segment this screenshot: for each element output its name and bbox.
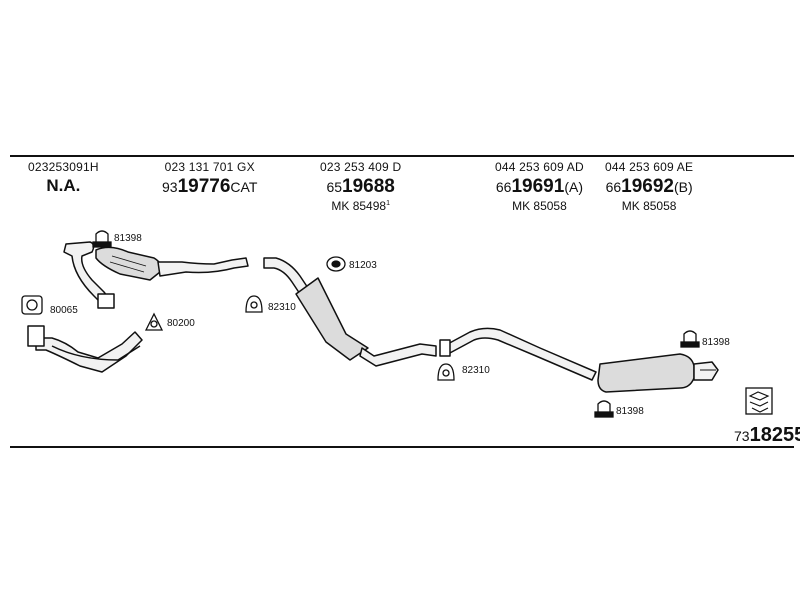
part-suffix: CAT [230, 179, 258, 195]
part-code: 19691 [511, 176, 565, 197]
oe-number: 044 253 609 AE [605, 160, 694, 174]
oe-number: 023 131 701 GX [164, 160, 255, 174]
clamp-icon-rear [437, 363, 455, 381]
part-code: 19688 [342, 176, 395, 197]
part-prefix: 66 [605, 179, 622, 195]
fitting-label-hanger-rear-top: 81398 [702, 337, 730, 348]
cat-flange [97, 293, 115, 309]
mk-number: MK 854981 [320, 199, 401, 213]
mk-number: MK 85058 [621, 199, 677, 213]
cat-outlet-pipe [157, 257, 249, 277]
set-prefix: 73 [734, 428, 750, 444]
part-number: 9319776CAT [162, 176, 257, 198]
fitting-label-gasket-front: 80065 [50, 305, 78, 316]
hanger-icon-rear-top [680, 330, 700, 348]
part-column-3: 023 253 409 D 6519688 MK 854981 [320, 160, 401, 213]
catalytic-converter [95, 246, 162, 281]
rear-silencer [597, 353, 695, 393]
middle-silencer [295, 277, 369, 361]
part-suffix: (A) [564, 179, 583, 195]
oe-number: 023253091H [28, 160, 99, 174]
hanger-icon-rear-bottom [594, 400, 614, 418]
part-number: N.A. [46, 176, 81, 195]
part-column-4: 044 253 609 AD 6619691(A) MK 85058 [495, 160, 584, 213]
front-downpipe [35, 331, 143, 373]
part-prefix: 93 [162, 179, 178, 195]
oe-number: 023 253 409 D [320, 160, 402, 174]
part-code: 19776 [177, 176, 231, 197]
part-column-2: 023 131 701 GX 9319776CAT [162, 160, 257, 198]
top-rule [10, 155, 794, 157]
hanger-icon-mid [326, 256, 346, 272]
cat-heat-shield-lines [109, 255, 147, 273]
mid-inlet-pipe [263, 257, 309, 295]
rear-pipe-joint [439, 339, 451, 357]
tailpipe [693, 361, 719, 381]
fitting-label-hanger-front: 81398 [114, 233, 142, 244]
fitting-label-clamp-rear: 82310 [462, 365, 490, 376]
part-number: 6619692(B) [605, 176, 693, 198]
mk-number: MK 85058 [512, 199, 567, 213]
fitting-label-clamp-mid: 82310 [268, 302, 296, 313]
hanger-icon-front [92, 230, 112, 248]
gasket-icon [21, 295, 43, 315]
part-prefix: 65 [326, 179, 343, 195]
part-column-5: 044 253 609 AE 6619692(B) MK 85058 [605, 160, 693, 213]
mk-superscript: 1 [386, 200, 390, 207]
clamp-icon-mid [245, 295, 263, 313]
front-downpipe-branch [51, 345, 141, 361]
bottom-rule [10, 446, 794, 448]
oe-number: 044 253 609 AD [495, 160, 584, 174]
mid-outlet-pipe [359, 343, 437, 367]
part-suffix: (B) [673, 179, 693, 195]
part-number: 6619691(A) [495, 176, 584, 198]
part-number: 6519688 [320, 176, 401, 198]
catalog-logo-icon [745, 387, 773, 415]
rear-connecting-pipe [443, 327, 597, 381]
front-flange [27, 325, 45, 347]
set-number: 7318255 [734, 424, 800, 447]
part-code: 19692 [621, 176, 674, 197]
fitting-label-hanger-rear-bottom: 81398 [616, 406, 644, 417]
fitting-label-hanger-mid: 81203 [349, 260, 377, 271]
part-column-1: 023253091H N.A. [28, 160, 99, 196]
set-code: 18255 [749, 424, 800, 446]
mk-text: MK 85498 [331, 199, 387, 213]
clamp-icon-front [144, 312, 164, 331]
part-prefix: 66 [495, 179, 512, 195]
fitting-label-clamp-front: 80200 [167, 318, 195, 329]
